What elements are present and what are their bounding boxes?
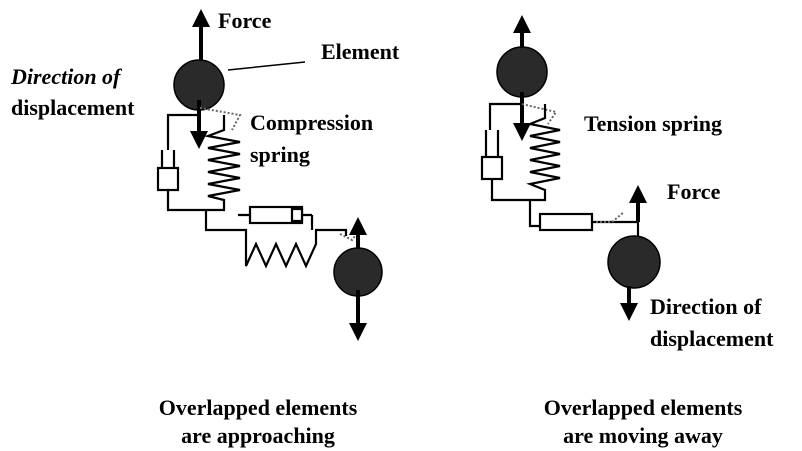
left-overlap-dots [199, 107, 242, 131]
right-caption-1: Overlapped elements [544, 395, 743, 420]
right-direction-label-1: Direction of [650, 294, 762, 319]
left-spring-label-1: Compression [250, 110, 373, 135]
right-assembly [480, 15, 661, 321]
right-direction-label-2: displacement [650, 326, 774, 351]
left-direction-label-1: Direction of [10, 64, 123, 89]
right-lower-ball [607, 235, 661, 289]
right-element-ball [496, 46, 548, 98]
right-tension-spring [526, 104, 561, 202]
left-top-frame [166, 113, 198, 150]
right-top-frame [488, 102, 520, 130]
left-compression-spring [203, 115, 241, 212]
left-caption-1: Overlapped elements [159, 395, 358, 420]
right-force-label: Force [667, 179, 721, 204]
left-element-leader [227, 61, 306, 71]
right-spring-label: Tension spring [584, 111, 722, 136]
left-damper-cylinder [156, 166, 180, 192]
left-element-label: Element [321, 39, 400, 64]
right-lower-damper [538, 212, 594, 232]
left-lower-ball [333, 247, 383, 297]
left-assembly [156, 9, 383, 341]
right-damper-cylinder [480, 155, 504, 181]
left-direction-label-2: displacement [11, 95, 135, 120]
left-spring-label-2: spring [250, 142, 310, 167]
right-caption-2: are moving away [563, 423, 723, 448]
left-caption-2: are approaching [181, 423, 335, 448]
left-force-label: Force [218, 8, 272, 33]
left-lower-spring [238, 228, 326, 269]
